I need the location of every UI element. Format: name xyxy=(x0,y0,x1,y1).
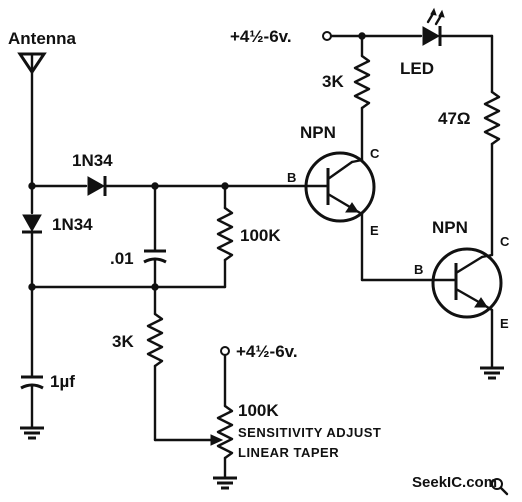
transistor-npn-1 xyxy=(304,151,376,223)
label-res-3k-lower: 3K xyxy=(112,332,134,351)
label-antenna: Antenna xyxy=(8,29,77,48)
label-collector-2: C xyxy=(500,234,510,249)
label-cap-01: .01 xyxy=(110,249,134,268)
label-emitter-1: E xyxy=(370,223,379,238)
label-base-2: B xyxy=(414,262,423,277)
label-diode-series: 1N34 xyxy=(72,151,113,170)
label-npn-2: NPN xyxy=(432,218,468,237)
label-npn-1: NPN xyxy=(300,123,336,142)
transistor-npn-2 xyxy=(431,247,503,319)
label-collector-1: C xyxy=(370,146,380,161)
label-res-3k-top: 3K xyxy=(322,72,344,91)
label-pot-note-2: LINEAR TAPER xyxy=(238,445,339,460)
led-diode xyxy=(422,7,445,46)
diode-series-1n34 xyxy=(87,176,107,196)
label-supply-pot: +4½-6v. xyxy=(236,342,298,361)
label-cap-1uf: 1µf xyxy=(50,372,75,391)
ground-symbol xyxy=(20,426,44,440)
label-pot-note-1: SENSITIVITY ADJUST xyxy=(238,425,381,440)
diode-shunt-1n34 xyxy=(22,214,42,234)
antenna-symbol xyxy=(17,52,47,75)
label-res-100k: 100K xyxy=(240,226,281,245)
magnifier-icon xyxy=(491,478,509,496)
resistor-3k-lower xyxy=(146,312,164,368)
ground-symbol xyxy=(480,366,504,380)
watermark-text: SeekIC.com xyxy=(412,474,497,491)
label-pot-value: 100K xyxy=(238,401,279,420)
resistor-47-ohm xyxy=(483,90,501,146)
label-res-47: 47Ω xyxy=(438,109,471,128)
pot-wiper-arrow xyxy=(210,434,224,446)
label-led: LED xyxy=(400,59,434,78)
resistor-3k-top xyxy=(353,54,371,110)
label-supply-top: +4½-6v. xyxy=(230,27,292,46)
label-diode-shunt: 1N34 xyxy=(52,215,93,234)
label-emitter-2: E xyxy=(500,316,509,331)
junction-dot xyxy=(28,283,36,291)
potentiometer-100k xyxy=(216,404,234,460)
resistor-100k xyxy=(216,206,234,262)
ground-symbol xyxy=(213,476,237,490)
label-base-1: B xyxy=(287,170,296,185)
